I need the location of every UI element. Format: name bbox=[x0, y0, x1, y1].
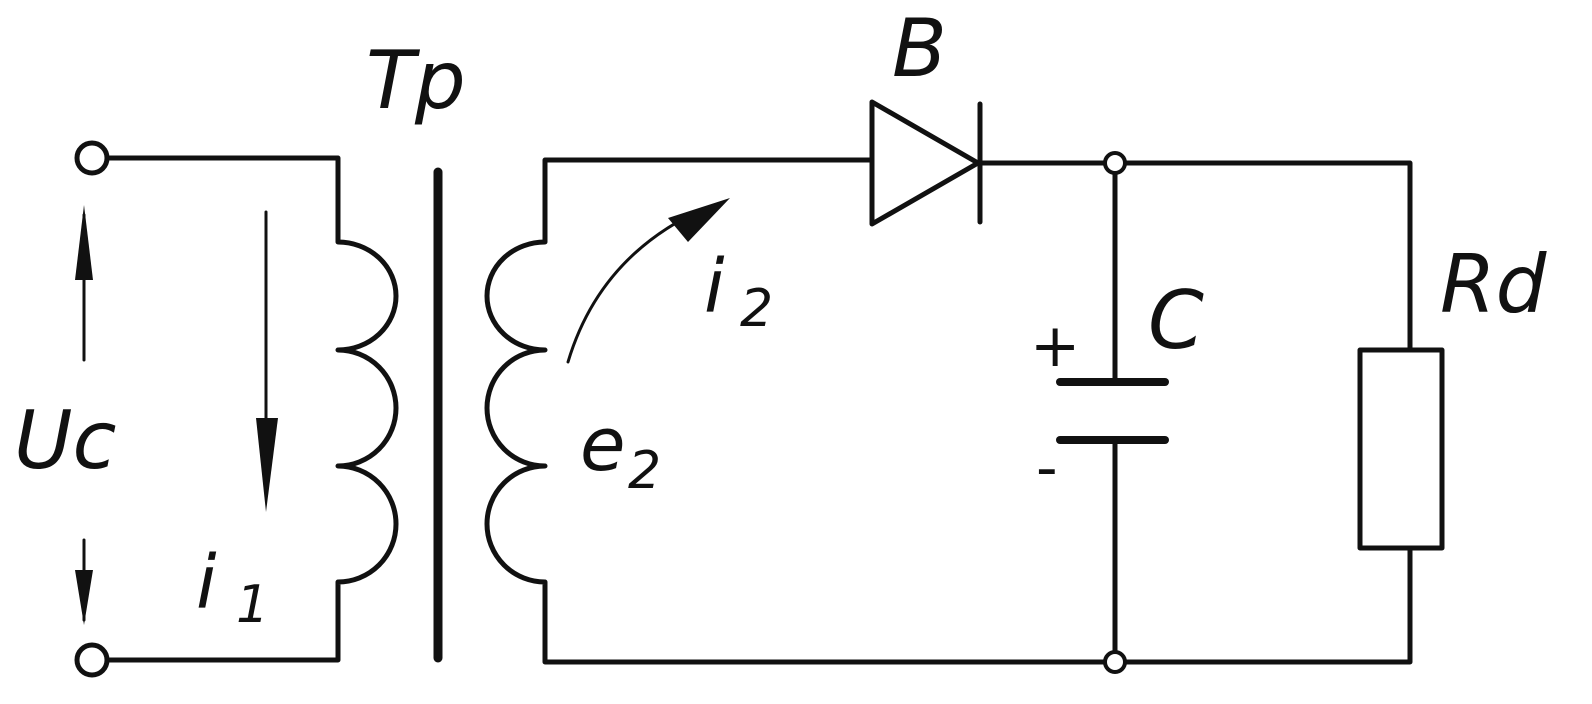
i2-label-base: i bbox=[704, 244, 725, 330]
input-terminal-top bbox=[74, 140, 110, 176]
uc-arrow-up-head bbox=[75, 205, 93, 280]
load-resistor-label: Rd bbox=[1440, 238, 1548, 331]
bottom-rail bbox=[1123, 545, 1413, 665]
top-rail bbox=[1123, 160, 1413, 353]
secondary-winding bbox=[484, 157, 1118, 665]
i1-label-sub: 1 bbox=[236, 575, 269, 635]
diode-symbol bbox=[869, 99, 981, 227]
e2-label-sub: 2 bbox=[628, 441, 661, 501]
primary-winding bbox=[104, 155, 399, 663]
e2-arrow-head bbox=[668, 198, 730, 242]
capacitor-minus-sign: - bbox=[1036, 433, 1058, 503]
capacitor-label: C bbox=[1148, 274, 1204, 367]
i2-label-sub: 2 bbox=[740, 279, 773, 339]
e2-label-base: e bbox=[580, 402, 626, 488]
junction-node-top bbox=[1103, 151, 1127, 175]
uc-arrow-down-head bbox=[75, 570, 93, 625]
load-resistor-body bbox=[1357, 347, 1445, 551]
input-terminal-bottom bbox=[74, 642, 110, 678]
transformer-label: Tp bbox=[366, 34, 466, 127]
capacitor-plus-sign: + bbox=[1030, 311, 1080, 381]
junction-node-bottom bbox=[1103, 650, 1127, 674]
diode-label: B bbox=[892, 2, 947, 95]
i1-arrow-head bbox=[256, 418, 278, 512]
uc-label: Uc bbox=[14, 394, 117, 487]
i1-label-base: i bbox=[196, 540, 217, 626]
